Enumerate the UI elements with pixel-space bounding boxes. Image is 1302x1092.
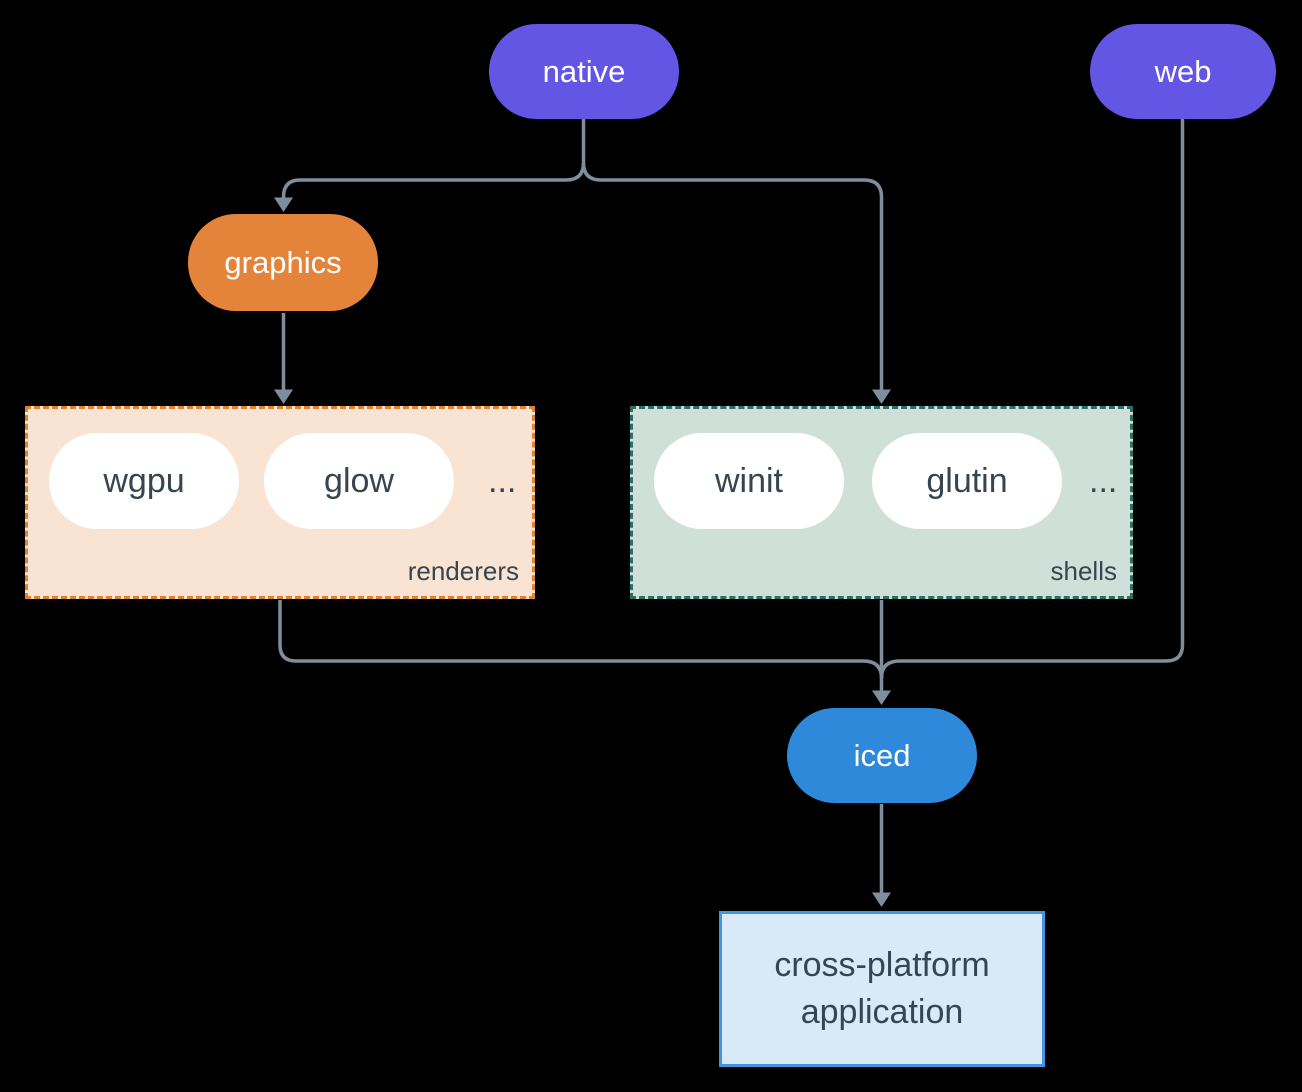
node-app-label: cross-platform application [774, 946, 990, 1031]
connector-web-to-iced [879, 119, 1185, 679]
node-graphics-label: graphics [224, 244, 342, 280]
group-renderers: wgpu glow ... renderers [25, 406, 535, 599]
arrow-head-graphics [274, 197, 293, 212]
connector-native-to-graphics [281, 162, 586, 198]
node-graphics: graphics [188, 214, 378, 311]
arrow-head-shells [872, 389, 891, 404]
arrow-head-app [872, 892, 891, 907]
node-glow-label: glow [324, 461, 394, 500]
node-wgpu: wgpu [49, 433, 239, 529]
shells-group-label: shells [1050, 556, 1117, 586]
group-shells: winit glutin ... shells [630, 406, 1133, 599]
node-iced-label: iced [853, 737, 911, 773]
node-winit: winit [654, 433, 844, 529]
node-web: web [1090, 24, 1276, 119]
renderers-ellipsis: ... [488, 461, 517, 500]
node-glow: glow [264, 433, 454, 529]
shells-ellipsis: ... [1089, 461, 1118, 500]
node-iced: iced [787, 708, 977, 803]
arrow-head-renderers [274, 389, 293, 404]
node-cross-platform-application: cross-platform application [719, 911, 1045, 1067]
node-native-label: native [542, 53, 626, 89]
node-glutin: glutin [872, 433, 1062, 529]
arrow-head-iced [872, 690, 891, 705]
connector-native-to-shells [581, 162, 884, 390]
node-web-label: web [1154, 53, 1212, 89]
connector-renderers-to-iced [278, 600, 884, 679]
node-glutin-label: glutin [926, 461, 1008, 500]
node-native: native [489, 24, 679, 119]
node-winit-label: winit [714, 461, 784, 500]
node-wgpu-label: wgpu [103, 461, 185, 500]
renderers-group-label: renderers [407, 556, 519, 586]
